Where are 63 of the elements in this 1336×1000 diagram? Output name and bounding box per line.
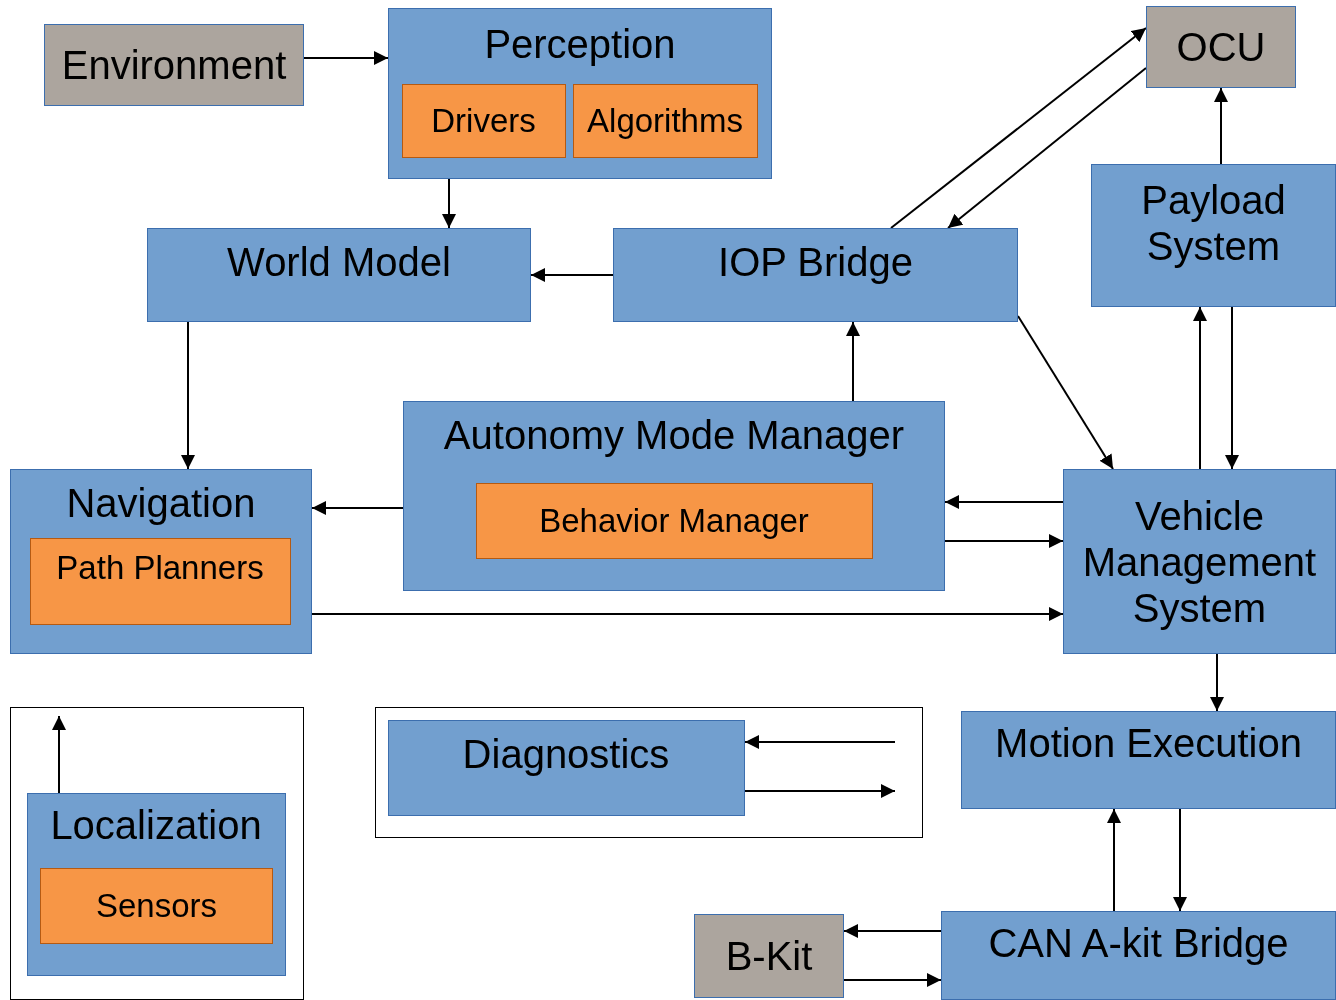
process-box — [26, 792, 286, 976]
process-box — [1063, 469, 1336, 654]
arrow — [843, 973, 942, 987]
box-title: Navigation — [66, 480, 256, 526]
arrow — [1225, 306, 1239, 470]
component-box — [40, 868, 273, 944]
box-title: Motion Execution — [995, 720, 1302, 766]
component-box — [475, 482, 873, 559]
process-box — [613, 228, 1018, 322]
component-box — [401, 83, 566, 158]
box-title: B-Kit — [725, 933, 813, 979]
arrow — [52, 715, 66, 794]
box-title: Localization — [50, 801, 262, 848]
arrow — [1214, 87, 1228, 165]
process-box — [10, 469, 312, 654]
component-box — [572, 83, 758, 158]
arrow — [311, 607, 1064, 621]
box-title: Autonomy Mode Manager — [443, 412, 905, 458]
box-title: CAN A-kit Bridge — [988, 920, 1289, 966]
box-title: World Model — [227, 239, 451, 285]
group-frame — [10, 707, 304, 1000]
arrow — [944, 534, 1064, 548]
external-box — [1146, 6, 1296, 88]
box-title: Payload System — [1140, 177, 1287, 269]
arrow — [530, 268, 614, 282]
arrow — [181, 321, 195, 470]
component-label: Path Planners — [56, 548, 264, 587]
process-box — [387, 719, 745, 816]
external-box — [44, 24, 304, 106]
arrow — [442, 178, 456, 229]
process-box — [1091, 164, 1336, 307]
arrow — [303, 51, 389, 65]
box-title: Vehicle Management System — [1081, 492, 1318, 631]
arrow — [1193, 306, 1207, 470]
arrow — [1107, 808, 1121, 912]
arrow — [1017, 315, 1114, 470]
component-label: Algorithms — [587, 101, 743, 140]
arrow — [744, 784, 896, 798]
arrow — [947, 67, 1147, 229]
arrow — [1210, 653, 1224, 712]
box-title: Diagnostics — [462, 730, 670, 777]
component-box — [29, 537, 291, 625]
external-box — [694, 914, 844, 998]
process-box — [961, 711, 1336, 809]
arrow — [890, 27, 1147, 229]
component-label: Sensors — [95, 887, 218, 925]
box-title: IOP Bridge — [718, 239, 913, 285]
box-title: OCU — [1176, 24, 1266, 70]
process-box — [403, 401, 945, 591]
process-box — [147, 228, 531, 322]
process-box — [388, 8, 772, 179]
arrow — [744, 735, 896, 749]
group-frame — [375, 707, 923, 838]
arrow — [846, 321, 860, 402]
arrow — [311, 501, 404, 515]
arrow — [1173, 808, 1187, 912]
box-title: Environment — [61, 42, 287, 88]
component-label: Behavior Manager — [539, 501, 809, 540]
box-title: Perception — [484, 21, 676, 67]
arrow — [843, 924, 942, 938]
arrow — [944, 495, 1064, 509]
component-label: Drivers — [431, 101, 536, 140]
process-box — [941, 911, 1336, 1000]
